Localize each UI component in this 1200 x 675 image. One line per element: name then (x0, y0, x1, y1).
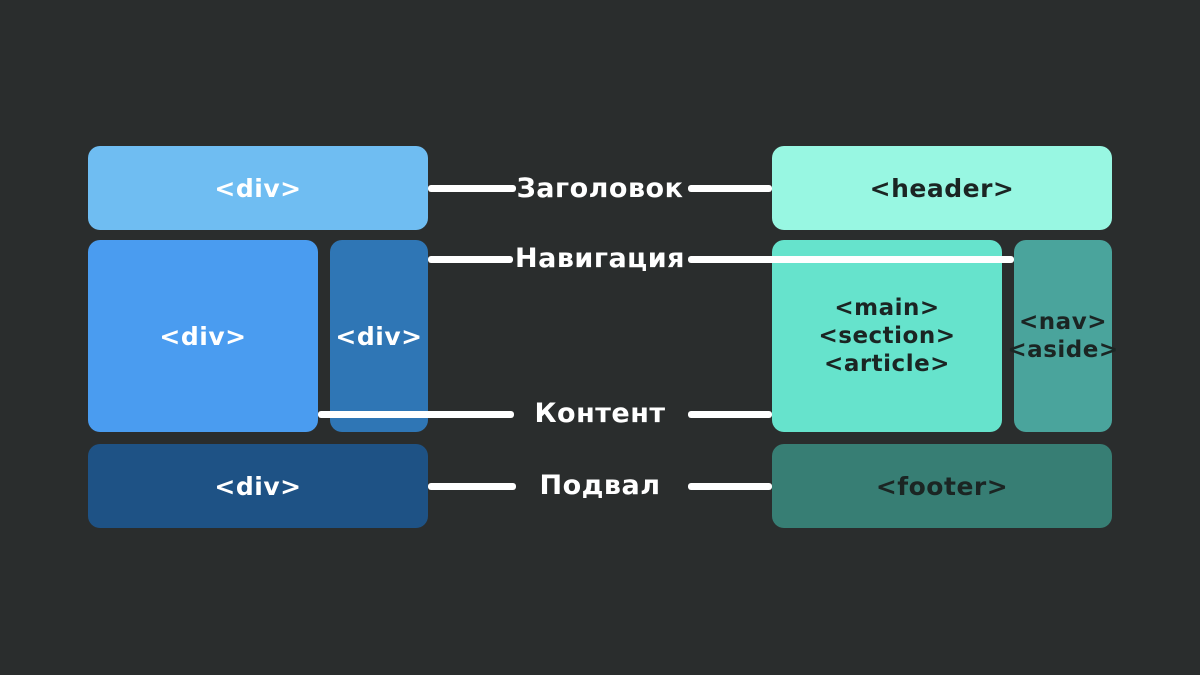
row-label-content: Контент (534, 398, 666, 429)
right-aside-label-line2: <aside> (1007, 337, 1119, 363)
connector-navigation-right (688, 256, 1014, 263)
right-footer-box: <footer> (772, 444, 1112, 528)
connector-header-left (428, 185, 516, 192)
connector-content-right (688, 411, 772, 418)
right-main-label-line2: <section> (818, 323, 956, 349)
left-div-sidebar-label: <div> (335, 321, 423, 351)
connector-footer-left (428, 483, 516, 490)
right-aside-label-line1: <nav> (1019, 309, 1107, 335)
connector-footer-right (688, 483, 772, 490)
right-aside-box: <nav> <aside> (1007, 240, 1118, 432)
right-main-box: <main> <section> <article> (772, 240, 1002, 432)
right-header-box: <header> (772, 146, 1112, 230)
connector-header-right (688, 185, 772, 192)
right-header-label: <header> (869, 173, 1015, 203)
connector-content-left (318, 411, 514, 418)
left-div-footer-label: <div> (214, 471, 302, 501)
left-div-footer-box: <div> (88, 444, 428, 528)
left-div-header-label: <div> (214, 173, 302, 203)
row-label-navigation: Навигация (515, 243, 685, 274)
right-main-label-line1: <main> (834, 295, 940, 321)
left-div-header-box: <div> (88, 146, 428, 230)
row-label-footer: Подвал (539, 470, 661, 501)
connector-navigation-left (428, 256, 513, 263)
left-div-content-box: <div> (88, 240, 318, 432)
right-footer-label: <footer> (875, 471, 1009, 501)
left-div-sidebar-box: <div> (330, 240, 428, 432)
left-div-content-label: <div> (159, 321, 247, 351)
row-label-header: Заголовок (516, 173, 684, 204)
right-main-label-line3: <article> (824, 351, 950, 377)
